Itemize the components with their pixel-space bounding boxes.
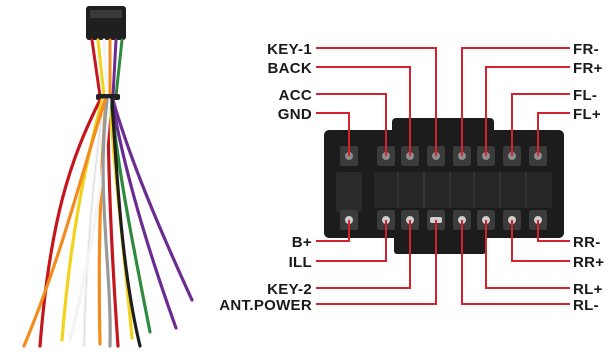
label-ant-power: ANT.POWER — [219, 297, 312, 314]
label-rr-minus: RR- — [573, 234, 601, 251]
leader-key2 — [316, 220, 411, 289]
leader-ill — [316, 220, 387, 262]
leader-rr-plus — [511, 220, 570, 262]
leader-rl-minus — [461, 220, 570, 305]
connector-bottom-tab — [394, 236, 486, 254]
label-b-plus: B+ — [292, 234, 312, 251]
middle-rib — [374, 172, 552, 208]
harness-plug-lip — [90, 10, 122, 18]
leader-gnd — [316, 112, 350, 156]
label-fr-plus: FR+ — [573, 60, 603, 77]
label-rl-minus: RL- — [573, 297, 599, 314]
label-gnd: GND — [278, 106, 312, 123]
leader-fr-plus — [485, 66, 570, 156]
label-rl-plus: RL+ — [573, 281, 603, 298]
leader-b-plus — [316, 220, 350, 242]
label-fl-plus: FL+ — [573, 106, 601, 123]
label-back: BACK — [267, 60, 312, 77]
label-rr-plus: RR+ — [573, 254, 604, 271]
label-acc: ACC — [279, 87, 312, 104]
label-key1: KEY-1 — [267, 41, 312, 58]
leader-fl-minus — [511, 93, 570, 156]
label-fl-minus: FL- — [573, 87, 597, 104]
connector-block — [324, 118, 564, 254]
leader-rr-minus — [537, 220, 570, 242]
leader-fl-plus — [537, 112, 570, 156]
connector-latch — [336, 172, 362, 212]
label-fr-minus: FR- — [573, 41, 599, 58]
leader-lines — [316, 47, 570, 305]
leader-back — [316, 66, 411, 156]
leader-rl-plus — [485, 220, 570, 289]
wire-harness-image — [22, 6, 194, 348]
leader-ant-power — [316, 220, 437, 305]
label-ill: ILL — [289, 254, 312, 271]
leader-acc — [316, 93, 387, 156]
pin-labels: KEY-1 BACK ACC GND B+ ILL KEY-2 ANT.POWE… — [219, 41, 604, 314]
leader-fr-minus — [461, 47, 570, 156]
leader-key1 — [316, 47, 437, 156]
label-key2: KEY-2 — [267, 281, 312, 298]
